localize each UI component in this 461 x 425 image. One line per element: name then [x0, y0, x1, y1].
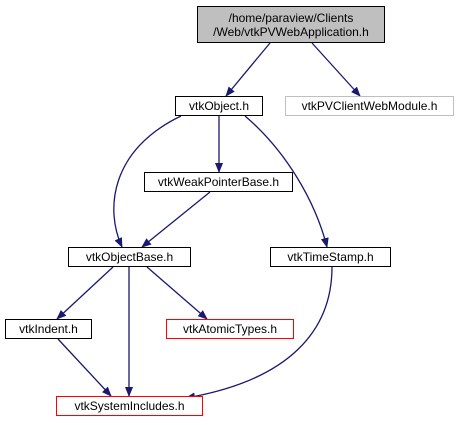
edge-vtkweakpointerbase-to-vtkobjectbase	[141, 191, 211, 248]
node-vtkindent-h[interactable]: vtkIndent.h	[5, 319, 92, 339]
edge-vtkobject-to-vtkobjectbase	[113, 115, 182, 248]
edge-root-to-vtkobject	[225, 42, 271, 97]
node-vtkpvclientwebmodule-h[interactable]: vtkPVClientWebModule.h	[285, 96, 454, 116]
node-vtktimestamp-h[interactable]: vtkTimeStamp.h	[270, 247, 391, 267]
edge-vtkindent-to-vtksystemincludes	[57, 338, 112, 397]
node-vtkweakpointerbase-h[interactable]: vtkWeakPointerBase.h	[144, 172, 293, 192]
node-vtksystemincludes-h[interactable]: vtkSystemIncludes.h	[56, 396, 203, 416]
edge-vtkobject-to-vtktimestamp	[244, 115, 329, 248]
edge-vtkobjectbase-to-vtkatomictypes	[146, 266, 208, 320]
edge-root-to-vtkpvclientwebmodule	[311, 42, 361, 97]
node-vtkobject-h[interactable]: vtkObject.h	[175, 96, 263, 116]
edge-vtkobjectbase-to-vtkindent	[56, 266, 114, 320]
node-vtkpvwebapplication-h[interactable]: /home/paraview/Clients /Web/vtkPVWebAppl…	[197, 6, 385, 43]
node-vtkatomictypes-h[interactable]: vtkAtomicTypes.h	[166, 319, 294, 339]
node-vtkobjectbase-h[interactable]: vtkObjectBase.h	[68, 247, 191, 267]
edge-vtktimestamp-to-vtksystemincludes	[185, 266, 333, 401]
